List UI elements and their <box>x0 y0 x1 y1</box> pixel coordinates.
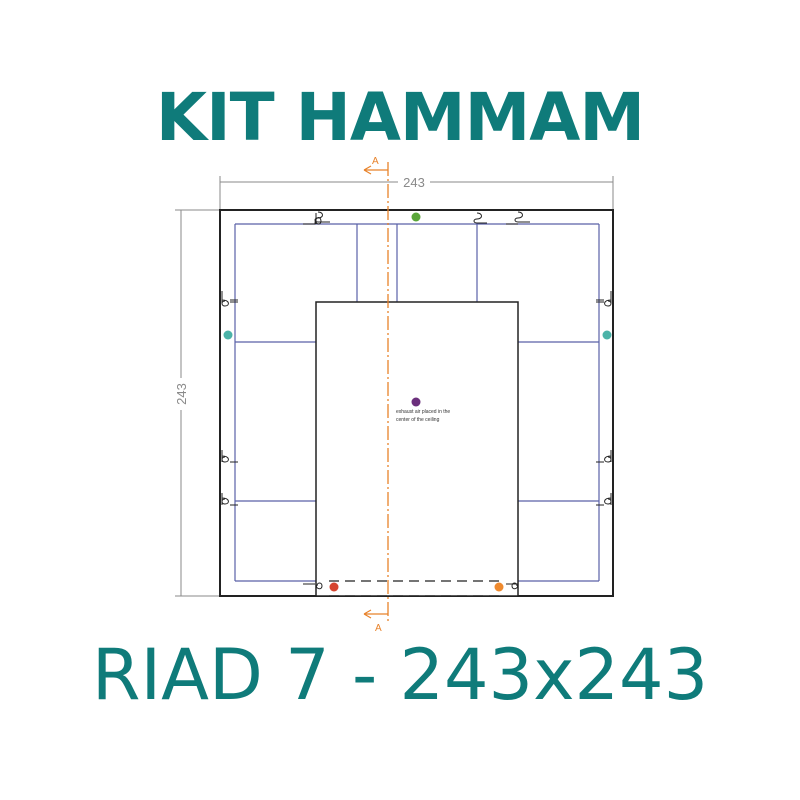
exhaust-dot-purple <box>411 397 421 407</box>
bench-panels <box>234 223 600 596</box>
page-title: KIT HAMMAM <box>155 79 645 156</box>
fixture-dot-green <box>411 212 421 222</box>
fixture-dot-orange <box>494 582 504 592</box>
dimension-width: 243 <box>219 174 614 210</box>
model-subtitle: RIAD 7 - 243x243 <box>91 634 709 716</box>
panel-joints <box>221 211 612 590</box>
exhaust-note-line1: exhaust air placed in the <box>396 409 450 415</box>
door-opening <box>329 580 505 597</box>
fixture-dot-teal-left <box>223 330 233 340</box>
dimension-height: 243 <box>173 209 220 597</box>
section-line-a <box>363 162 389 622</box>
dimension-height-label: 243 <box>174 383 189 405</box>
exhaust-note-line2: center of the ceiling <box>396 417 440 423</box>
dimension-width-label: 243 <box>403 175 425 190</box>
fixture-dot-teal-right <box>602 330 612 340</box>
section-mark-top: A <box>372 156 379 167</box>
floor-area <box>315 301 519 597</box>
fixture-dot-red <box>329 582 339 592</box>
section-mark-bottom: A <box>375 623 382 634</box>
